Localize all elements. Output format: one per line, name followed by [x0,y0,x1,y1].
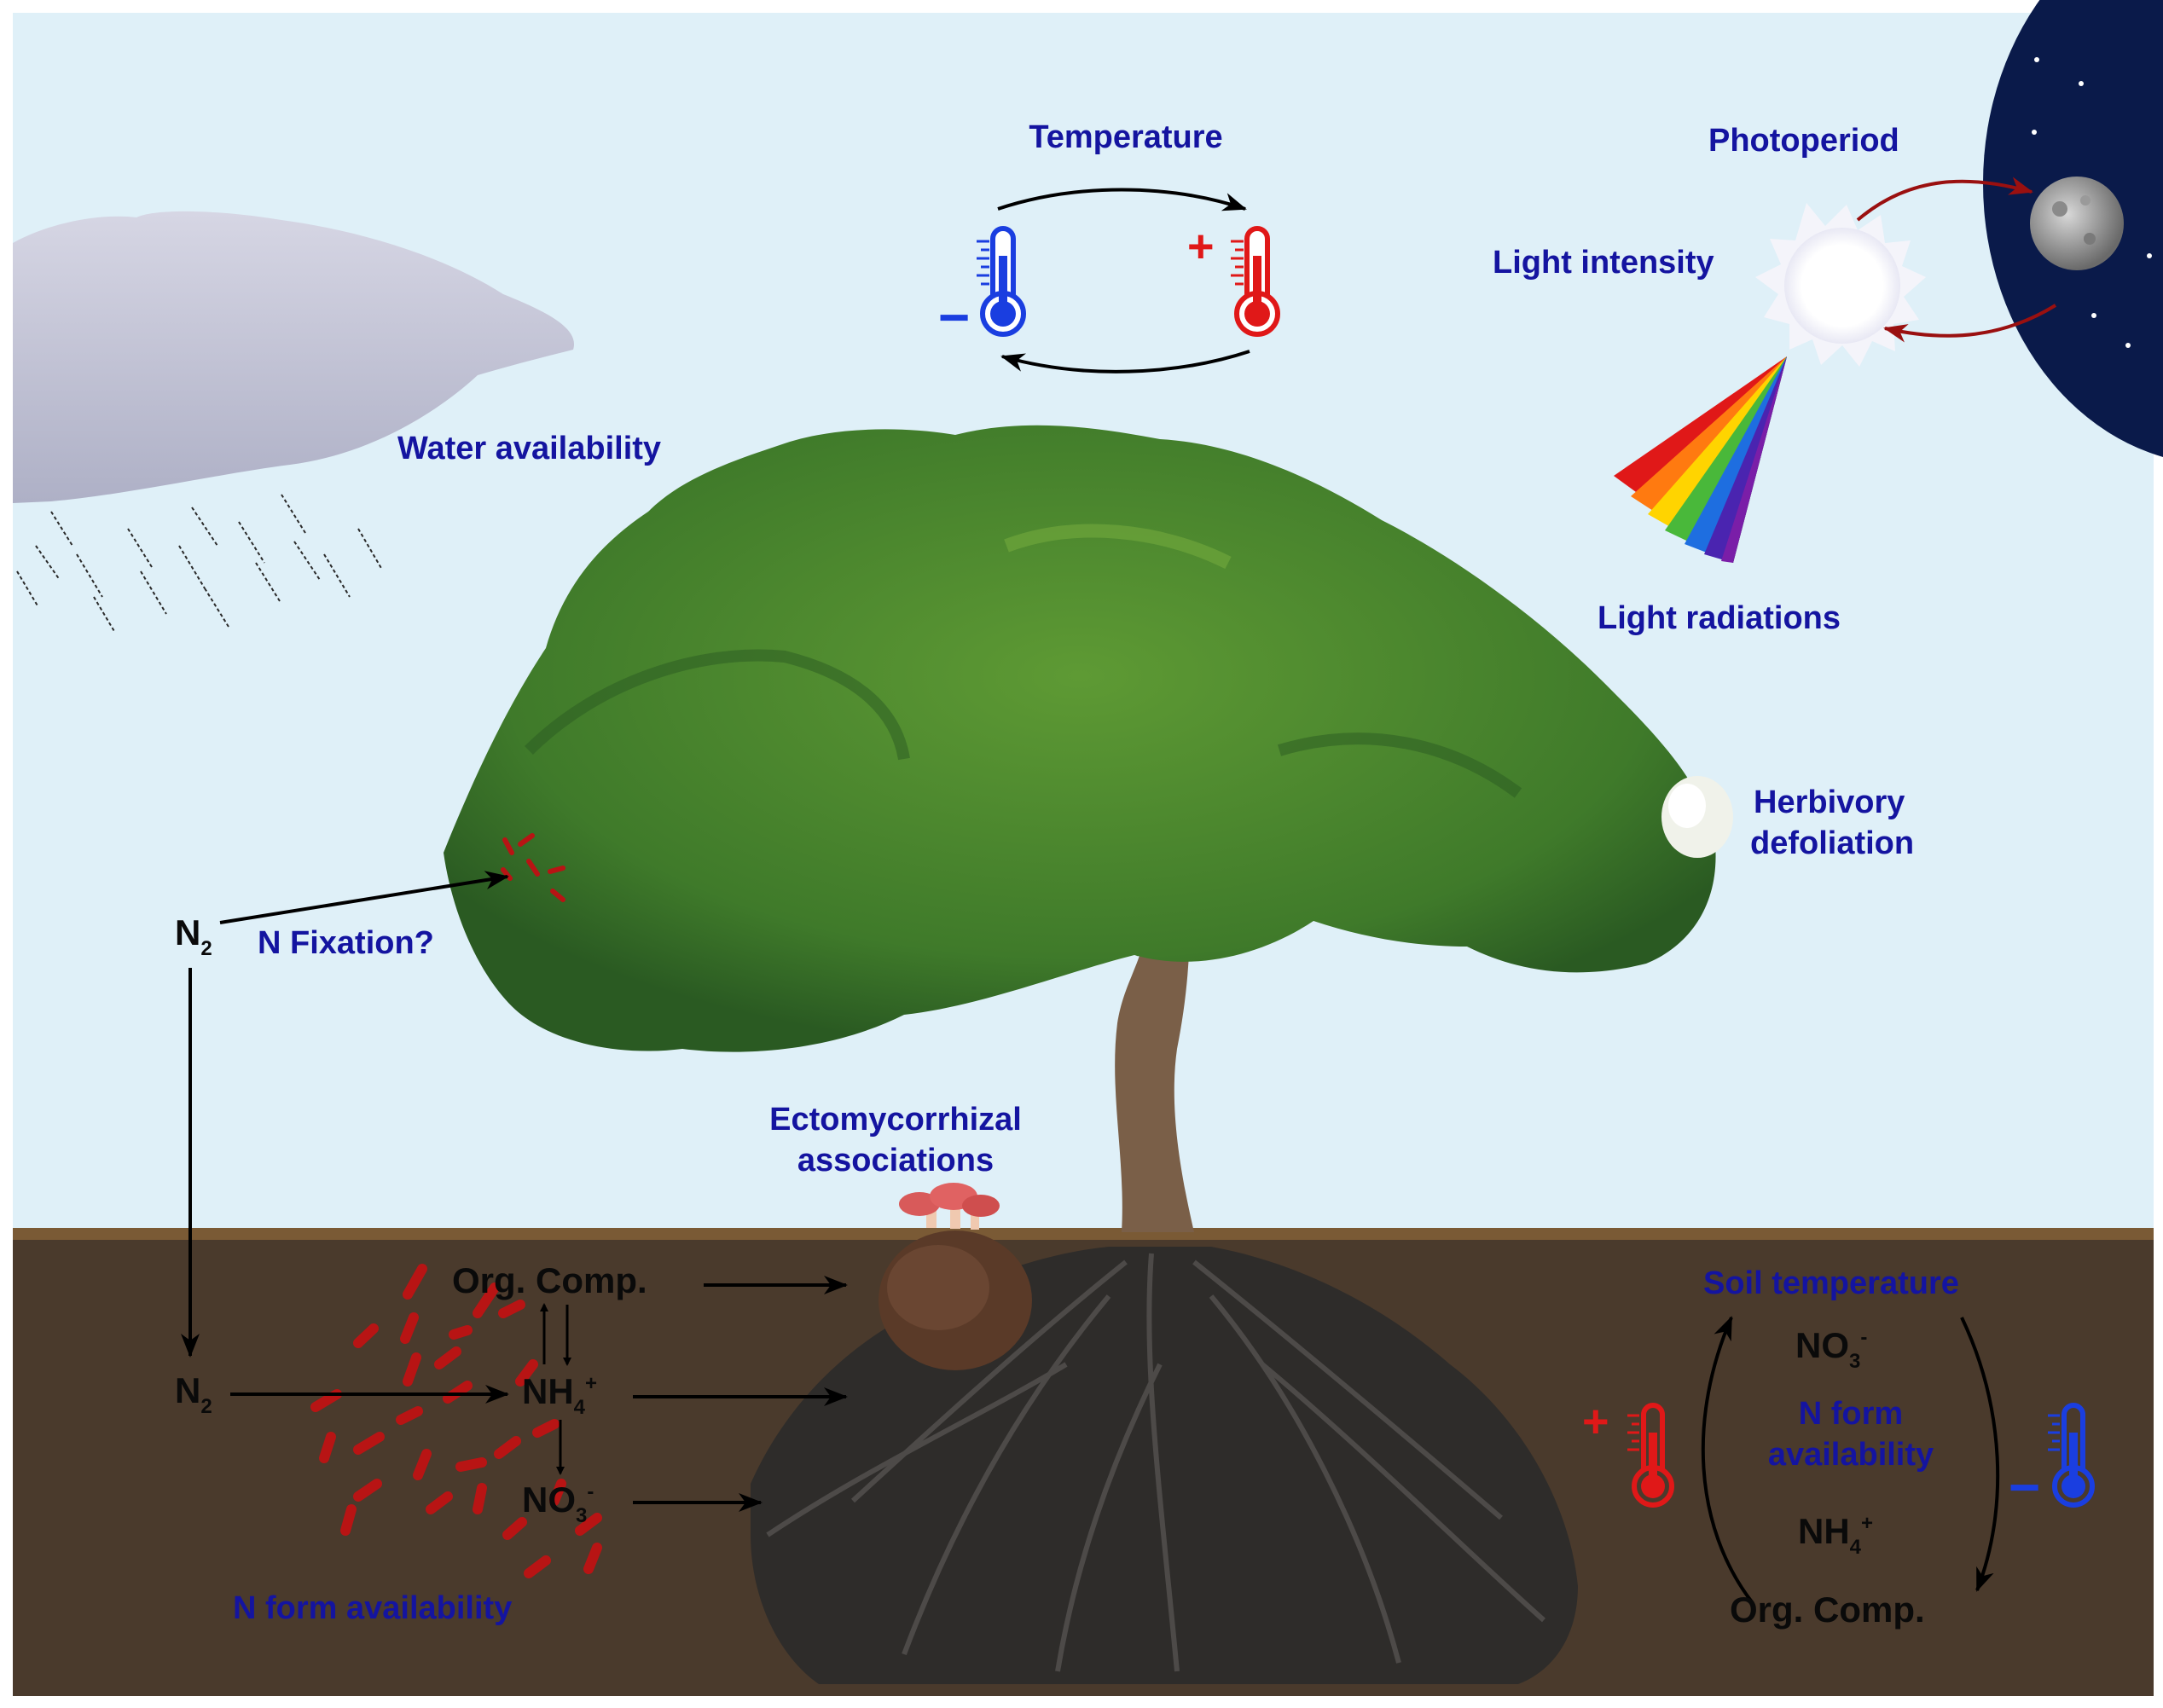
rainbow-spectrum-icon [1614,356,1787,563]
cloud-icon [13,211,575,504]
n-form-availability-left-label: N form availability [233,1590,513,1626]
soil-warming-cycle-arrow [1701,1316,1754,1605]
tree-icon [444,425,1716,1232]
rain-icon [16,494,383,634]
n-fixation-arrow [219,871,509,924]
soil-cooling-cycle-arrow [1960,1317,2000,1592]
herbivory-label: Herbivory defoliation [1750,783,1914,864]
moon-icon [1983,0,2163,457]
sun-icon [1755,203,1926,367]
herbivory-label-line1: Herbivory [1754,785,1905,820]
soil-temperature-label: Soil temperature [1703,1265,1959,1301]
warm-sign: + [1187,221,1215,272]
soil-bacteria-icon [310,1264,602,1578]
soil-cold-sign: − [2009,1456,2041,1518]
ectomycorrhizal-label-line2: associations [797,1142,995,1178]
mushroom-icon [879,1183,1032,1370]
soil-warm-sign: + [1582,1396,1609,1447]
cold-sign: − [938,287,971,348]
n2-top-label: N2 [175,912,212,960]
n-form-right-line2: availability [1767,1436,1934,1473]
n-form-right-line1: N form [1798,1396,1904,1432]
n-fixation-label: N Fixation? [258,925,434,961]
no3-left-label: NO3- [522,1479,594,1527]
nh4-left-label: NH4+ [522,1371,598,1419]
soil-thermometer-cold-icon [2048,1403,2095,1508]
water-availability-label: Water availability [397,431,662,466]
temperature-arrow-cooling [1000,350,1250,373]
herbivory-label-line2: defoliation [1750,825,1915,861]
n-form-availability-right-label: N form availability [1731,1394,1970,1475]
org-comp-left-label: Org. Comp. [452,1260,647,1300]
photoperiod-arrow-to-sun [1883,304,2057,343]
org-comp-right-label: Org. Comp. [1730,1589,1925,1630]
defoliation-patch-icon [1661,776,1733,858]
ectomycorrhizal-label-line1: Ectomycorrhizal [769,1102,1022,1138]
thermometer-cold-icon [977,226,1026,337]
thermometer-warm-icon [1231,226,1280,337]
light-radiations-label: Light radiations [1598,600,1841,636]
soil-thermometer-warm-icon [1627,1403,1674,1508]
ectomycorrhizal-label: Ectomycorrhizal associations [725,1100,1066,1181]
temperature-label: Temperature [1029,119,1223,155]
photoperiod-label: Photoperiod [1708,123,1899,159]
nh4-right-label: NH4+ [1798,1511,1874,1559]
temperature-arrow-warming [997,188,1247,211]
no3-right-label: NO3- [1795,1325,1868,1373]
ground-line [13,1228,2154,1240]
light-intensity-label: Light intensity [1493,245,1714,281]
photoperiod-arrow-to-moon [1856,177,2033,222]
n2-bottom-label: N2 [175,1370,212,1418]
